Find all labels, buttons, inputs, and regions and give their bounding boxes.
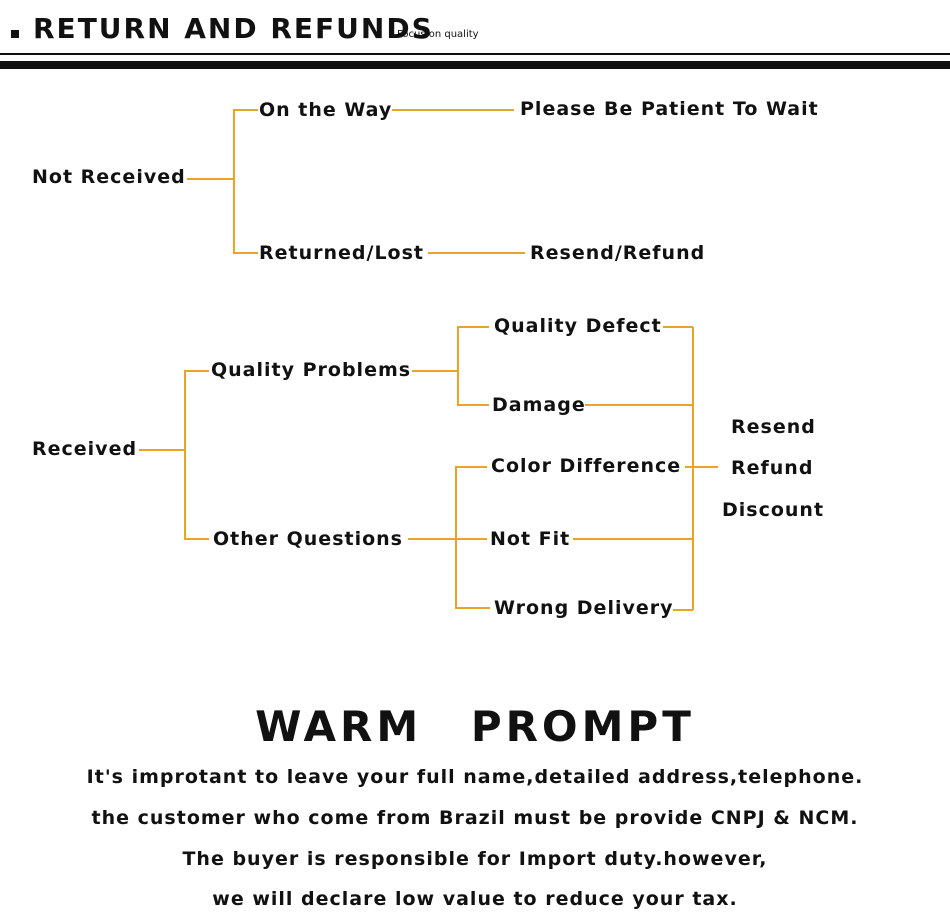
section-header: RETURN AND REFUNDS Focus on quality [0,0,950,72]
connector-not-received-bracket [233,109,258,254]
node-wrong-delivery: Wrong Delivery [494,597,674,619]
node-received: Received [32,438,138,460]
bullet-square [11,30,19,38]
header-rule-thin [0,53,950,55]
node-not-received: Not Received [32,166,186,188]
connector-quality-problems-bracket [457,326,489,406]
section-title: RETURN AND REFUNDS [33,12,434,45]
node-quality-problems: Quality Problems [211,359,412,381]
outcome-resend: Resend [731,416,816,438]
warm-prompt-line: we will declare low value to reduce your… [212,888,738,910]
outcome-refund: Refund [731,457,814,479]
header-rule-thick [0,61,950,69]
warm-prompt-line: the customer who come from Brazil must b… [91,807,859,829]
warm-prompt-title: WARM PROMPT [255,702,695,751]
node-other-questions: Other Questions [213,528,403,550]
warm-prompt-line: It's improtant to leave your full name,d… [86,766,864,788]
connector-other-questions-bracket [455,466,490,609]
connector-received-bracket [184,370,209,540]
section-subtitle: Focus on quality [397,29,479,40]
node-quality-defect: Quality Defect [494,315,662,337]
warm-prompt-line: The buyer is responsible for Import duty… [182,848,768,870]
node-not-fit: Not Fit [490,528,571,550]
node-damage: Damage [492,394,586,416]
node-resend-refund: Resend/Refund [530,242,706,264]
node-color-difference: Color Difference [491,455,682,477]
outcome-discount: Discount [722,499,825,521]
node-returned-lost: Returned/Lost [259,242,424,264]
node-on-the-way: On the Way [259,99,393,121]
node-please-wait: Please Be Patient To Wait [520,98,819,120]
